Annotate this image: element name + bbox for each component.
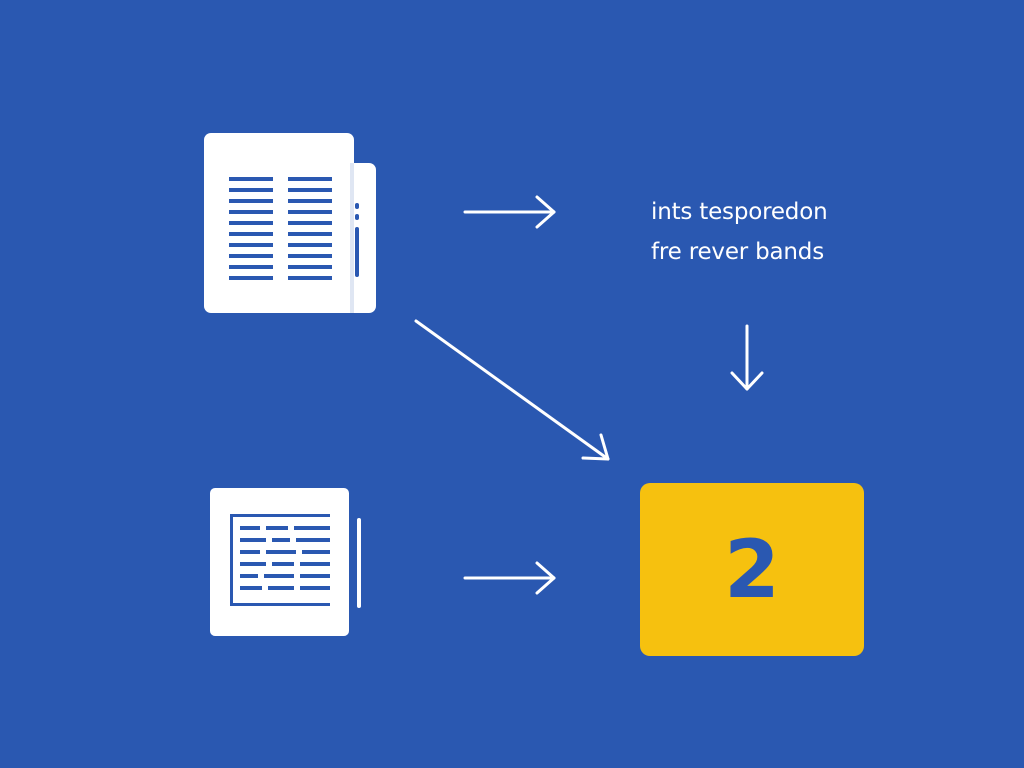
result-box: 2 — [640, 483, 864, 656]
arrow-right-top-icon — [463, 195, 556, 229]
arrow-right-bottom-icon — [463, 561, 556, 595]
arrow-diagonal-icon — [414, 319, 610, 461]
diagram-caption: ints tesporedon fre rever bands — [651, 192, 881, 272]
arrow-down-icon — [730, 324, 764, 391]
document-table-icon — [208, 486, 366, 638]
caption-line-1: ints tesporedon — [651, 199, 828, 225]
document-columns-icon — [204, 133, 376, 315]
result-number: 2 — [724, 522, 780, 616]
caption-line-2: fre rever bands — [651, 239, 824, 265]
